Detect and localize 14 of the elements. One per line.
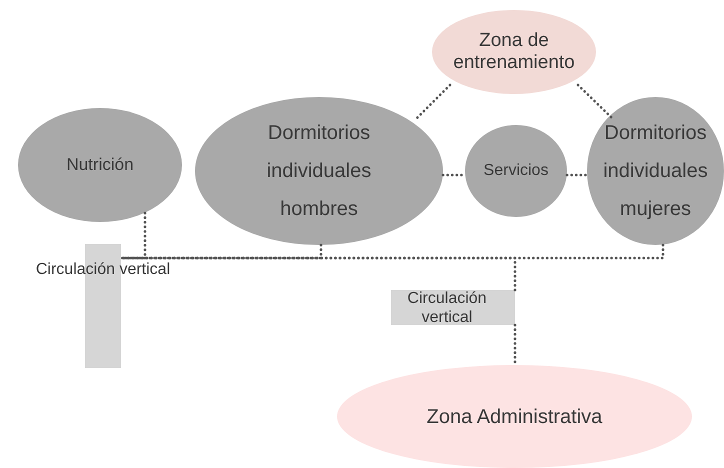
zone-label: Servicios — [484, 161, 548, 181]
zone-label: Dormitorios individuales mujeres — [602, 121, 709, 222]
circulation-label: Circulación vertical — [406, 289, 488, 328]
dotted-connector — [576, 84, 614, 120]
zone-label: Zona de entrenamiento — [452, 30, 576, 74]
zone-label: Dormitorios individuales hombres — [266, 121, 372, 222]
dotted-connector — [566, 174, 590, 176]
circulation-label: Circulación vertical — [34, 260, 172, 280]
circulation-block — [391, 290, 515, 325]
zone-label: Zona Administrativa — [426, 404, 602, 428]
dotted-connector — [414, 84, 452, 122]
zone-label: Nutrición — [66, 154, 134, 176]
dotted-connector — [120, 256, 516, 292]
dotted-connector — [120, 244, 322, 260]
